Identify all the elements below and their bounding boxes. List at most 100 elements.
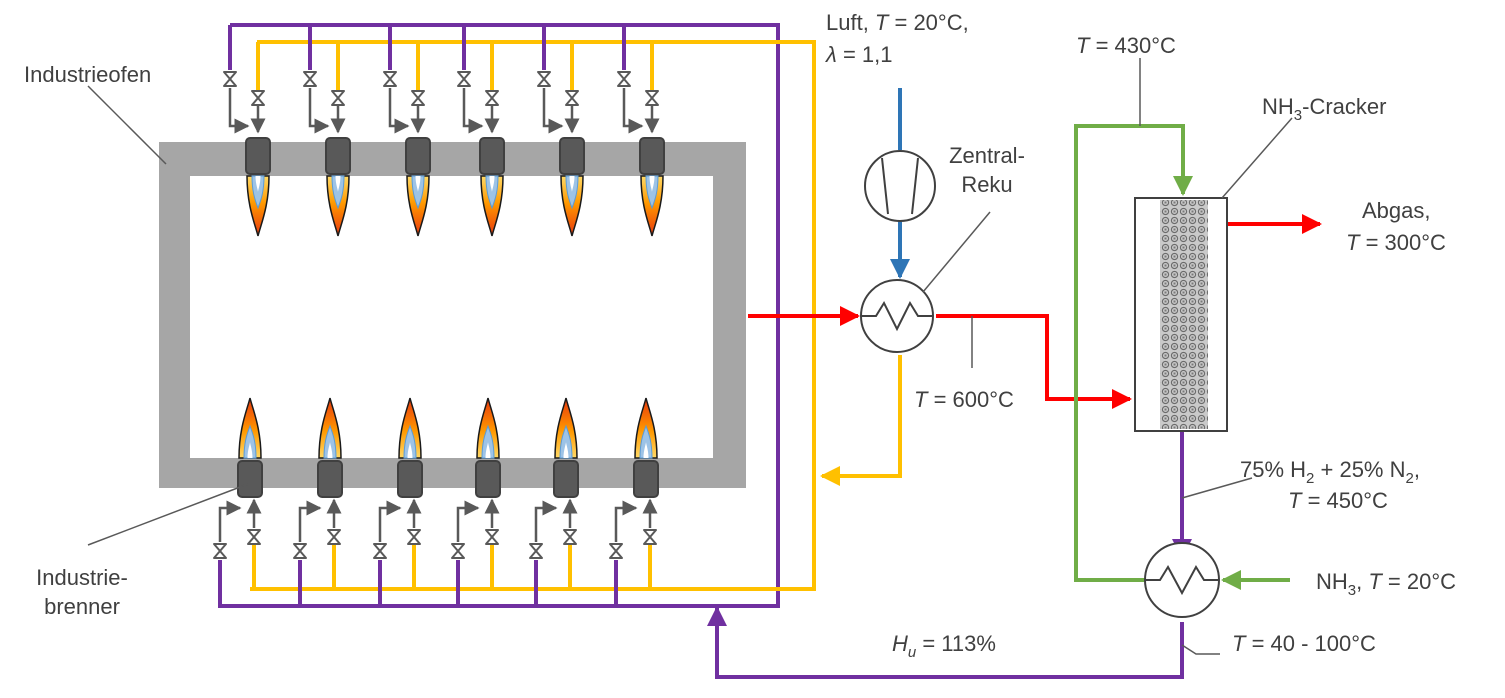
ammonia-pipes xyxy=(1074,124,1290,590)
gas-mixture-temp-label: T = 450°C xyxy=(1288,488,1388,513)
central-recuperator xyxy=(860,279,934,353)
valve-icon xyxy=(609,543,623,559)
burner-nozzle xyxy=(245,137,271,175)
flame-icon xyxy=(476,397,500,459)
flame-icon xyxy=(246,175,270,237)
furnace-label: Industrieofen xyxy=(24,62,151,87)
catalyst-bed xyxy=(1160,200,1208,429)
burner-nozzle xyxy=(553,460,579,498)
valve-icon xyxy=(383,71,397,87)
valve-icon xyxy=(529,543,543,559)
burner-nozzle xyxy=(639,137,665,175)
valve-icon xyxy=(251,90,265,106)
leader-lines xyxy=(87,58,1293,655)
reku-leader xyxy=(922,211,991,293)
burner-assembly xyxy=(537,25,585,237)
burner-label-line2: brenner xyxy=(44,594,120,619)
fuel-pipes xyxy=(218,23,1192,679)
reku-label: Zentral- xyxy=(949,143,1025,168)
exhaust-label: Abgas, xyxy=(1362,198,1431,223)
burner-assembly xyxy=(451,397,501,606)
valve-icon xyxy=(645,90,659,106)
ammonia-inlet-label: NH3, T = 20°C xyxy=(1316,569,1456,599)
fuel-temp-label: T = 40 - 100°C xyxy=(1232,631,1376,656)
burner-assembly xyxy=(457,25,505,237)
burner-nozzle xyxy=(633,460,659,498)
flame-icon xyxy=(406,175,430,237)
burner-assembly xyxy=(383,25,431,237)
nh3-cracker xyxy=(1134,197,1228,432)
flame-icon xyxy=(398,397,422,459)
air-inlet-label: Luft, T = 20°C, xyxy=(826,10,969,35)
flame-icon xyxy=(640,175,664,237)
fuel-supply-line xyxy=(707,606,1184,679)
valve-icon xyxy=(407,529,421,545)
valve-icon xyxy=(373,543,387,559)
burner-assembly xyxy=(293,397,343,606)
ammonia-preheater xyxy=(1144,542,1220,618)
flue-to-cracker xyxy=(936,314,1132,409)
air-ratio-label: λ = 1,1 xyxy=(825,42,892,67)
valve-icon xyxy=(537,71,551,87)
cracker-label: NH3-Cracker xyxy=(1262,94,1386,124)
preheated-air-line xyxy=(820,355,902,486)
valve-icon xyxy=(411,90,425,106)
mix-leader xyxy=(1181,477,1253,499)
valve-icon xyxy=(617,71,631,87)
fuel-loop xyxy=(218,23,780,608)
flame-icon xyxy=(560,175,584,237)
flame-icon xyxy=(326,175,350,237)
flue-temp-600-label: T = 600°C xyxy=(914,387,1014,412)
valve-icon xyxy=(223,71,237,87)
valve-icon xyxy=(563,529,577,545)
cracker-leader xyxy=(1221,117,1293,199)
burner-assembly xyxy=(223,25,271,237)
flame-icon xyxy=(480,175,504,237)
burner-nozzle xyxy=(237,460,263,498)
valve-icon xyxy=(451,543,465,559)
valve-icon xyxy=(457,71,471,87)
flue-gas-pipes xyxy=(748,214,1322,409)
valve-icon xyxy=(485,90,499,106)
valve-icon xyxy=(293,543,307,559)
flame-icon xyxy=(238,397,262,459)
valve-icon xyxy=(213,543,227,559)
burner-assembly xyxy=(609,397,659,606)
burner-assembly xyxy=(303,25,351,237)
furnace-leader xyxy=(87,85,167,165)
flame-icon xyxy=(634,397,658,459)
burner-nozzle xyxy=(559,137,585,175)
valve-icon xyxy=(331,90,345,106)
air-blower xyxy=(864,150,936,222)
flame-icon xyxy=(318,397,342,459)
bottom-burner-row xyxy=(213,397,659,606)
ammonia-temp-430-label: T = 430°C xyxy=(1076,33,1176,58)
exhaust-temp-label: T = 300°C xyxy=(1346,230,1446,255)
burner-assembly xyxy=(213,397,263,606)
valve-icon xyxy=(565,90,579,106)
gas-mixture-label: 75% H2 + 25% N2, xyxy=(1240,457,1420,487)
burner-nozzle xyxy=(325,137,351,175)
burner-nozzle xyxy=(317,460,343,498)
valve-icon xyxy=(643,529,657,545)
burner-label: Industrie- xyxy=(36,565,128,590)
valve-icon xyxy=(327,529,341,545)
heating-value-label: Hu = 113% xyxy=(892,631,996,661)
valve-icon xyxy=(247,529,261,545)
burner-nozzle xyxy=(479,137,505,175)
valve-icon xyxy=(303,71,317,87)
reku-label-line2: Reku xyxy=(961,172,1012,197)
valve-icon xyxy=(485,529,499,545)
burner-assembly xyxy=(617,25,665,237)
burner-nozzle xyxy=(475,460,501,498)
burner-assembly xyxy=(529,397,579,606)
t40-leader xyxy=(1181,644,1220,655)
burner-nozzle xyxy=(397,460,423,498)
burner-leader xyxy=(87,483,249,546)
burner-assembly xyxy=(373,397,423,606)
flame-icon xyxy=(554,397,578,459)
warm-ammonia-line xyxy=(1074,124,1193,582)
burner-nozzle xyxy=(405,137,431,175)
top-burner-row xyxy=(223,25,665,237)
